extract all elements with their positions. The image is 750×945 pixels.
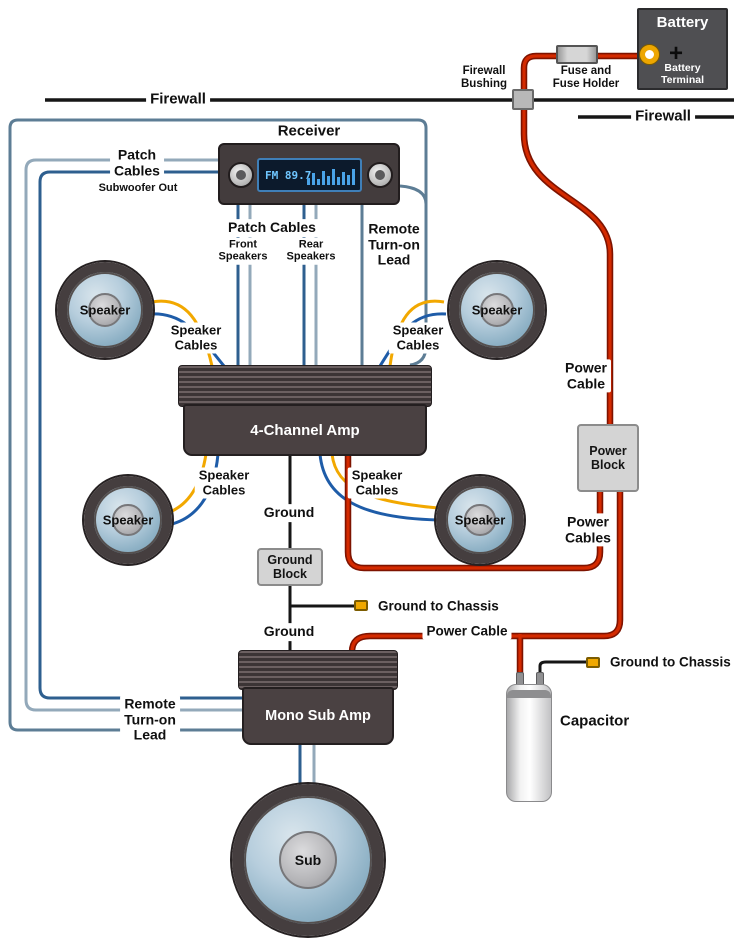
speaker-cables-lr-label: Speaker Cables bbox=[347, 467, 407, 499]
wire-power-to-4ch bbox=[346, 454, 602, 570]
speaker-dustcap bbox=[278, 830, 338, 890]
wire-patch-subwoofer-a bbox=[24, 158, 242, 712]
speaker-dustcap bbox=[464, 504, 496, 536]
wire-speaker-ll-yellow bbox=[169, 453, 208, 514]
speaker-dustcap bbox=[87, 292, 123, 328]
power-cables-label: Power Cables bbox=[561, 513, 615, 547]
battery-terminal-label: Battery Terminal bbox=[661, 62, 704, 87]
speaker-label: Speaker bbox=[79, 302, 131, 318]
patch-cables-subwoofer-subtitle: Subwoofer Out bbox=[94, 180, 182, 196]
four-channel-amp-heatsink bbox=[178, 365, 432, 407]
chassis-ground-terminal-capacitor bbox=[586, 657, 600, 668]
speaker-upper-left: Speaker bbox=[57, 262, 153, 358]
speaker-cables-ul-label: Speaker Cables bbox=[166, 322, 226, 354]
speaker-upper-right: Speaker bbox=[449, 262, 545, 358]
knob-center bbox=[236, 170, 246, 180]
wire-power-main bbox=[522, 54, 648, 426]
wire-ground-to-chassis-capacitor bbox=[538, 660, 590, 678]
knob-center bbox=[375, 170, 385, 180]
ground-to-chassis-upper-label: Ground to Chassis bbox=[374, 597, 503, 615]
wire-patch-subwoofer-b bbox=[38, 170, 242, 700]
fuse-holder bbox=[556, 45, 598, 64]
remote-turn-on-lead-bottom-label: Remote Turn-on Lead bbox=[120, 695, 180, 745]
firewall-label-right: Firewall bbox=[631, 107, 695, 127]
power-block: Power Block bbox=[577, 424, 639, 492]
ground-to-chassis-lower-label: Ground to Chassis bbox=[606, 653, 735, 671]
speaker-lower-right: Speaker bbox=[436, 476, 524, 564]
power-cable-right-label: Power Cable bbox=[560, 359, 612, 393]
speaker-label: Speaker bbox=[454, 512, 506, 528]
tuning-knob bbox=[367, 162, 393, 188]
capacitor-body bbox=[506, 684, 552, 802]
chassis-ground-terminal-upper bbox=[354, 600, 368, 611]
subwoofer: Sub bbox=[232, 784, 384, 936]
ground-lower-label: Ground bbox=[259, 623, 319, 641]
capacitor bbox=[506, 672, 552, 802]
battery-terminal-ring-icon bbox=[640, 45, 659, 64]
four-channel-amp: 4-Channel Amp bbox=[183, 404, 427, 456]
mono-sub-amp-heatsink bbox=[238, 650, 398, 690]
patch-rear-speakers-label: Rear Speakers bbox=[282, 237, 340, 265]
four-channel-amp-label: 4-Channel Amp bbox=[250, 421, 360, 439]
speaker-dustcap bbox=[112, 504, 144, 536]
remote-turn-on-lead-top-label: Remote Turn-on Lead bbox=[364, 220, 424, 270]
ground-block: Ground Block bbox=[257, 548, 323, 586]
speaker-label: Speaker bbox=[102, 512, 154, 528]
patch-cables-title: Patch Cables bbox=[224, 219, 320, 237]
patch-cables-subwoofer-title: Patch Cables bbox=[110, 146, 164, 180]
firewall-bushing-label: Firewall Bushing bbox=[461, 65, 507, 90]
mono-sub-amp-label: Mono Sub Amp bbox=[265, 708, 371, 724]
firewall-label-left: Firewall bbox=[146, 90, 210, 110]
speaker-cables-ll-label: Speaker Cables bbox=[194, 467, 254, 499]
spectrum-bars-icon bbox=[307, 169, 355, 185]
speaker-dustcap bbox=[479, 292, 515, 328]
capacitor-label: Capacitor bbox=[560, 712, 630, 730]
speaker-lower-left: Speaker bbox=[84, 476, 172, 564]
ground-upper-label: Ground bbox=[259, 504, 319, 522]
fuse-holder-label: Fuse and Fuse Holder bbox=[552, 65, 620, 90]
speaker-cables-ur-label: Speaker Cables bbox=[388, 322, 448, 354]
wire-speaker-ll-blue bbox=[171, 453, 220, 526]
wire-speaker-lr-blue bbox=[318, 453, 439, 522]
firewall-bushing-block bbox=[512, 89, 534, 110]
volume-knob bbox=[228, 162, 254, 188]
mono-sub-amp: Mono Sub Amp bbox=[242, 687, 394, 745]
battery-title: Battery bbox=[656, 14, 709, 31]
subwoofer-label: Sub bbox=[294, 852, 322, 868]
capacitor-top-band bbox=[507, 690, 551, 698]
wire-remote-receiver-connector bbox=[399, 184, 428, 205]
receiver: FM 89.7 bbox=[218, 143, 400, 205]
receiver-display: FM 89.7 bbox=[257, 158, 362, 192]
patch-front-speakers-label: Front Speakers bbox=[214, 237, 272, 265]
power-cable-mid-label: Power Cable bbox=[422, 622, 512, 640]
speaker-label: Speaker bbox=[471, 302, 523, 318]
receiver-title: Receiver bbox=[277, 122, 341, 140]
battery-plus-sign: + bbox=[669, 40, 684, 67]
station-readout: FM 89.7 bbox=[265, 169, 312, 182]
